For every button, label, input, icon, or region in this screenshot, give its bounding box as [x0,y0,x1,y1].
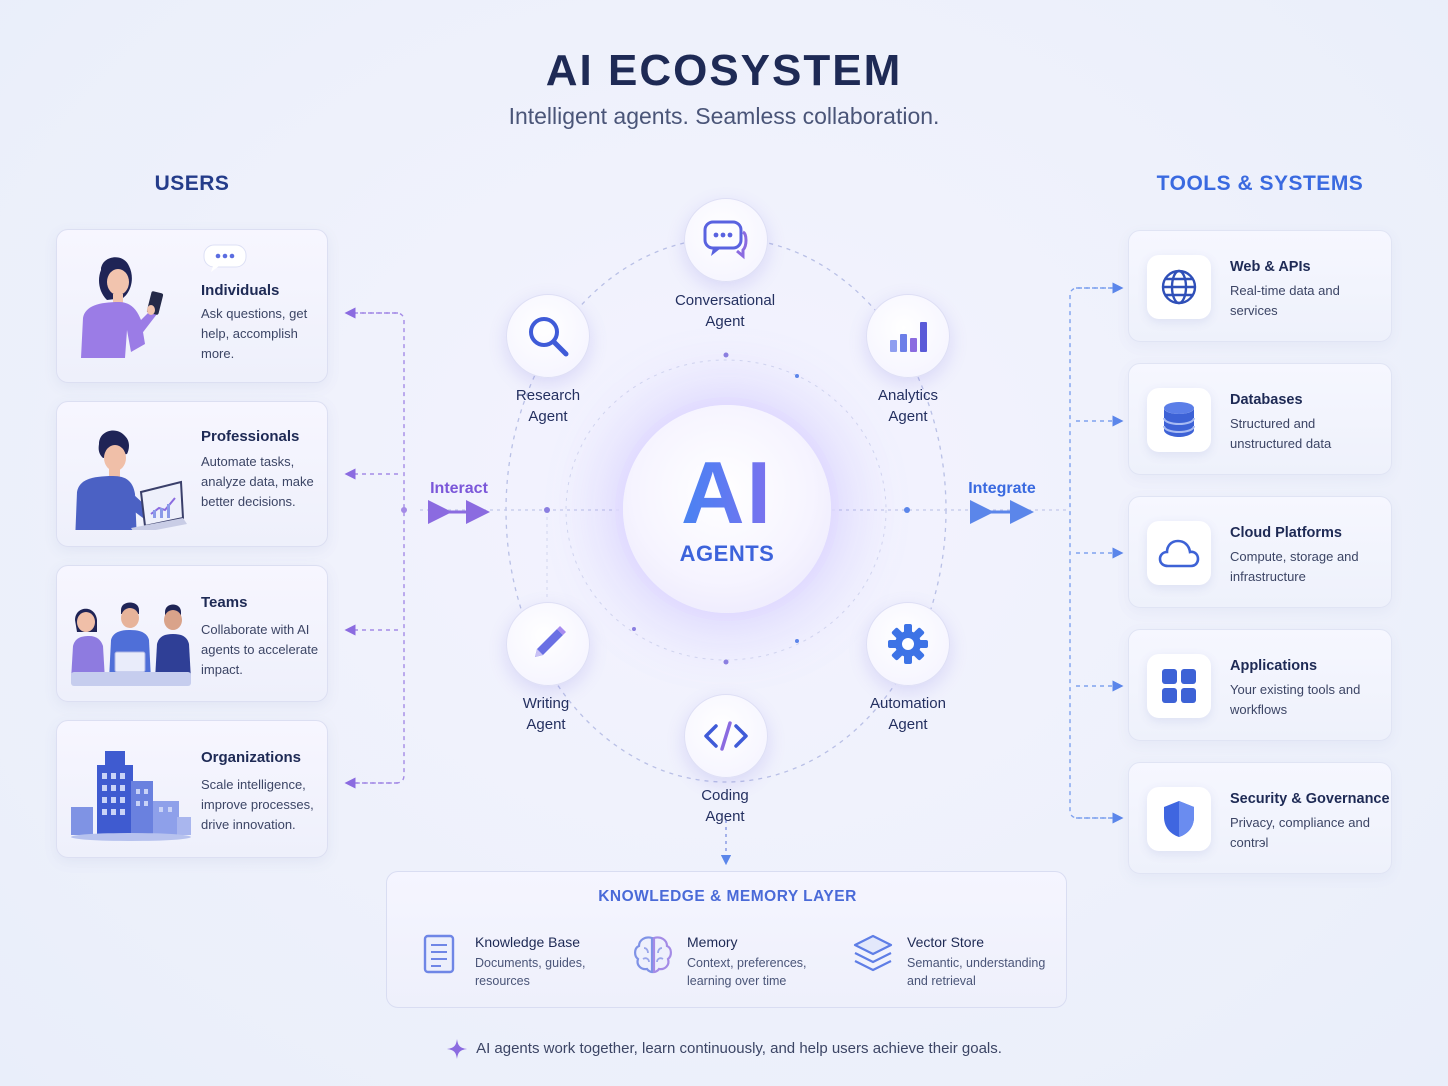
code-icon [704,721,748,751]
user-card-professionals[interactable]: Professionals Automate tasks, analyze da… [56,401,328,547]
user-description: Scale intelligence, improve processes, d… [201,777,314,832]
knowledge-item-name: Memory [687,934,738,950]
tool-card-databases[interactable]: Databases Structured and unstructured da… [1128,363,1392,475]
gear-icon [888,624,928,664]
tool-card-applications[interactable]: Applications Your existing tools and wor… [1128,629,1392,741]
tool-description: Your existing tools and workflows [1230,682,1361,717]
page-title: AI ECOSYSTEM [545,46,903,95]
globe-icon [1147,255,1211,319]
buildings-illustration [71,751,191,841]
tool-name: Security & Governance [1230,791,1390,807]
person-with-laptop-illustration [75,430,187,530]
core-ai-text: AI [623,447,831,539]
tool-name: Databases [1230,392,1303,408]
shield-icon [1147,787,1211,851]
integrate-label: Integrate [968,480,1036,497]
ai-agents-core[interactable]: AI AGENTS [623,405,831,613]
tool-card-web-apis[interactable]: Web & APIs Real-time data and services [1128,230,1392,342]
user-description: Automate tasks, analyze data, make bette… [201,454,314,509]
user-name: Individuals [201,282,280,299]
tool-name: Applications [1230,658,1318,674]
coding-agent-node[interactable] [684,694,768,778]
tool-description: Structured and unstructured data [1230,416,1332,451]
sparkle-icon [447,1039,468,1059]
person-with-phone-illustration [81,257,164,358]
chat-bubbles-icon [703,220,748,260]
core-agents-text: AGENTS [679,541,775,566]
page-subtitle: Intelligent agents. Seamless collaborati… [508,103,940,129]
user-card-teams[interactable]: Teams Collaborate with AI agents to acce… [56,565,328,702]
pencil-icon [535,626,566,657]
tool-card-security-governance[interactable]: Security & Governance Privacy, complianc… [1128,762,1392,874]
team-illustration [71,602,191,686]
research-agent-node[interactable] [506,294,590,378]
analytics-agent-node[interactable] [866,294,950,378]
layers-icon [853,934,893,972]
knowledge-item-desc: Semantic, understanding and retrieval [907,956,1046,988]
user-description: Ask questions, get help, accomplish more… [201,306,308,361]
brain-icon [634,936,672,974]
knowledge-item-name: Vector Store [907,934,985,950]
user-name: Organizations [201,749,302,766]
user-description: Collaborate with AI agents to accelerate… [201,622,319,677]
tool-description: Real-time data and services [1230,283,1340,318]
bar-chart-icon [890,322,927,352]
writing-agent-node[interactable] [506,602,590,686]
cloud-icon [1147,521,1211,585]
tools-section-label: TOOLS & SYSTEMS [1156,172,1364,195]
grid-icon [1147,654,1211,718]
conversational-agent-node[interactable] [684,198,768,282]
user-card-individuals[interactable]: Individuals Ask questions, get help, acc… [56,229,328,383]
automation-agent-node[interactable] [866,602,950,686]
knowledge-item-desc: Documents, guides, resources [475,956,586,988]
user-name: Teams [201,594,248,611]
user-card-organizations[interactable]: Organizations Scale intelligence, improv… [56,720,328,858]
tool-name: Web & APIs [1230,259,1311,275]
magnifier-icon [529,317,569,357]
user-name: Professionals [201,428,300,445]
knowledge-item-name: Knowledge Base [475,934,581,950]
tool-card-cloud-platforms[interactable]: Cloud Platforms Compute, storage and inf… [1128,496,1392,608]
knowledge-memory-layer: KNOWLEDGE & MEMORY LAYER Knowledge Base … [386,871,1067,1008]
tool-name: Cloud Platforms [1230,525,1342,541]
knowledge-item-desc: Context, preferences, learning over time [687,956,807,988]
interact-label: Interact [430,480,488,497]
footer-text: AI agents work together, learn continuou… [476,1039,1002,1057]
tool-description: Privacy, compliance and contrэl [1230,815,1370,850]
footer-note: AI agents work together, learn continuou… [0,1038,1448,1060]
chat-bubble-icon [203,244,247,272]
document-icon [423,934,455,974]
knowledge-layer-title: KNOWLEDGE & MEMORY LAYER [598,888,857,905]
tool-description: Compute, storage and infrastructure [1230,549,1359,584]
users-section-label: USERS [154,172,230,195]
database-icon [1147,388,1211,452]
